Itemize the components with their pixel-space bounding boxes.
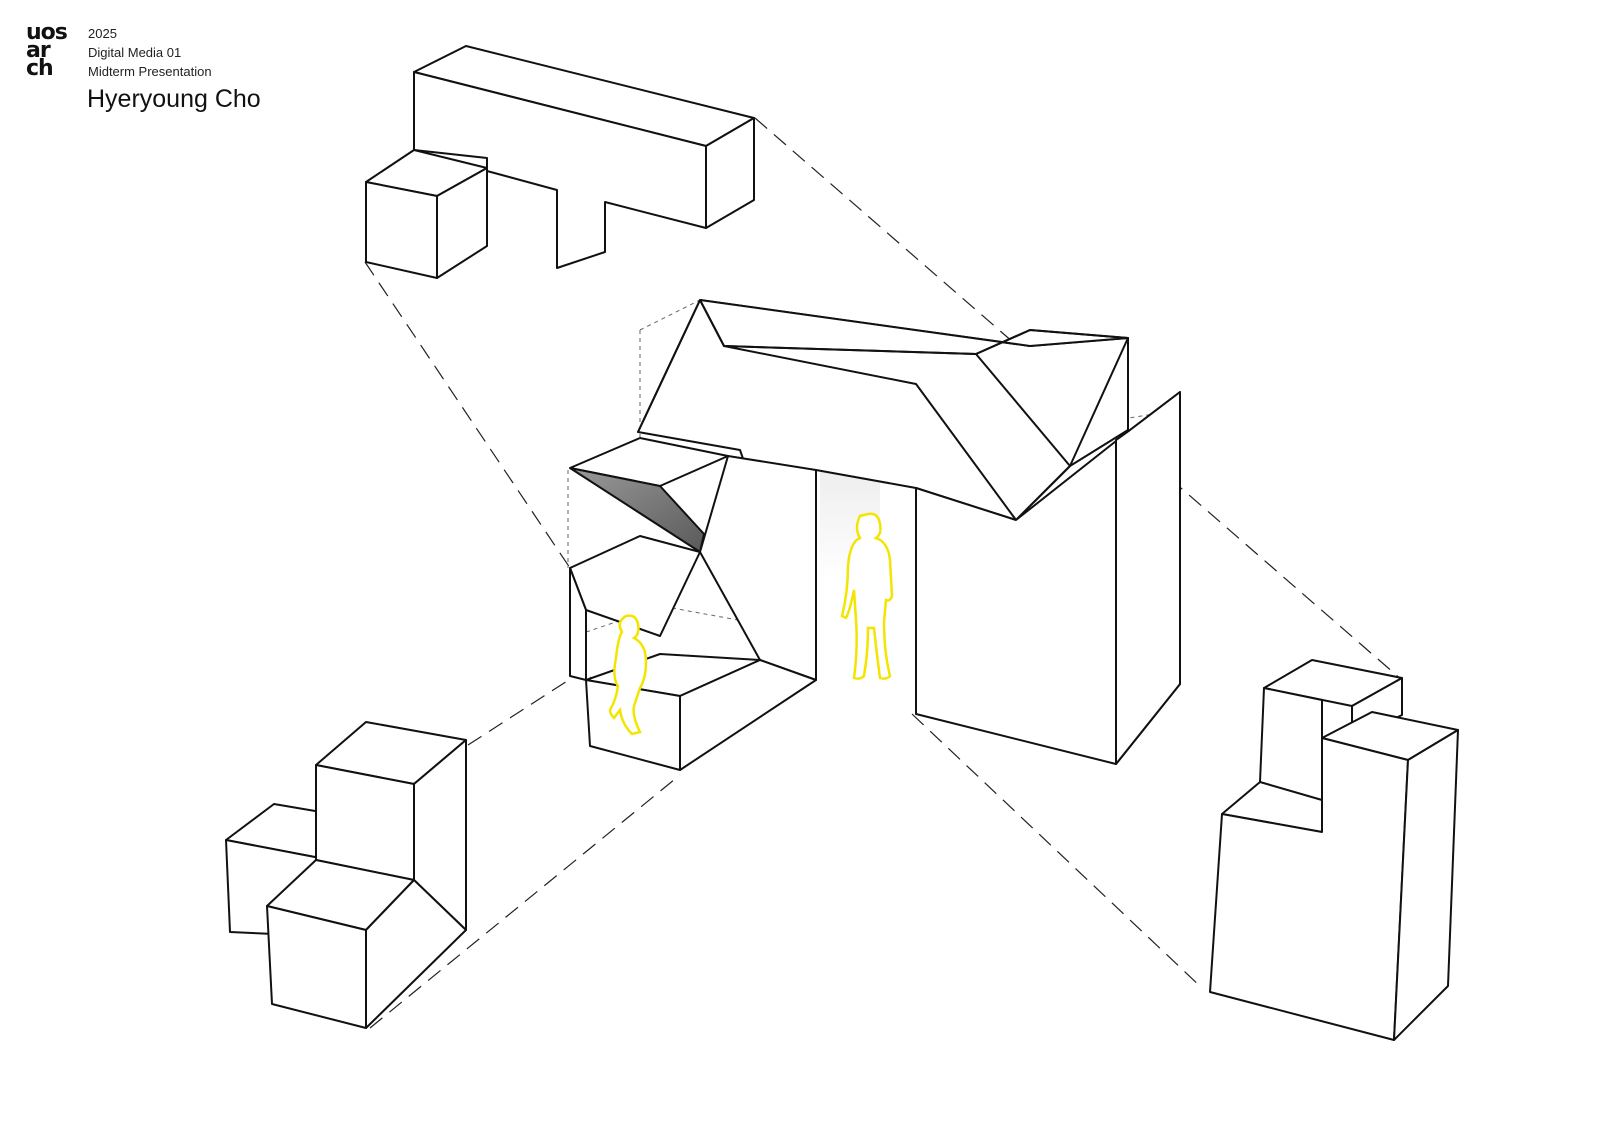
uosarch-logo: uos ar ch (26, 20, 78, 84)
projection-line (467, 675, 576, 746)
course-label: Digital Media 01 (88, 45, 182, 60)
person-figure-standing (840, 512, 894, 680)
stair-ramp-face (699, 455, 817, 681)
logo-line-1: uos (26, 20, 68, 45)
central-pavilion (567, 299, 1181, 771)
block-tall-side (1393, 729, 1459, 1041)
roof-edge (637, 299, 701, 433)
projection-line (369, 774, 681, 1029)
stair-seat-side (679, 659, 817, 771)
block-front-side (365, 879, 467, 1029)
exploded-block-right (1209, 659, 1459, 1041)
stair-shadow-face (569, 467, 706, 554)
exploded-block-top (365, 45, 755, 279)
tall-block-side (1115, 391, 1181, 765)
ghost-edge (639, 299, 701, 331)
roof-edge (975, 353, 1071, 467)
logo-line-2: ar (26, 38, 51, 63)
cube-side-face (436, 167, 488, 279)
cube-front-face (365, 181, 438, 279)
block-side-face (705, 117, 755, 229)
logo-line-3: ch (26, 56, 54, 81)
exploded-block-left (225, 721, 467, 1029)
roof-edge (699, 299, 1129, 521)
person-figure-sitting (608, 614, 648, 736)
year-label: 2025 (88, 26, 117, 41)
projection-line (911, 713, 1203, 989)
projection-line (364, 261, 571, 569)
event-label: Midterm Presentation (88, 64, 212, 79)
author-name: Hyeryoung Cho (87, 85, 261, 113)
